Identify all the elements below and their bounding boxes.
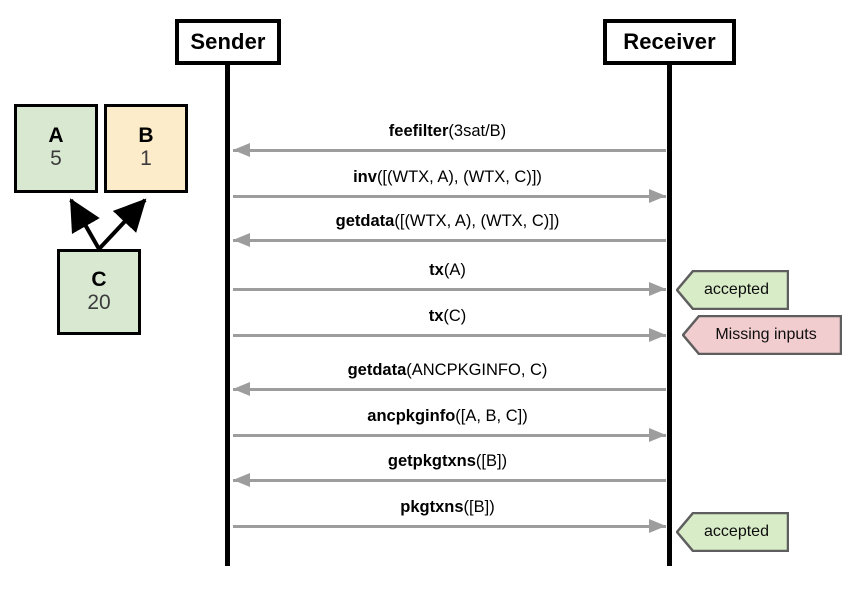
message-arguments: (3sat/B) xyxy=(448,122,507,140)
transaction-label-c: C xyxy=(91,267,107,291)
message-arguments: (ANCPKGINFO, C) xyxy=(406,361,548,379)
message-arrow-line xyxy=(233,388,666,391)
lifeline-receiver xyxy=(667,62,672,566)
transaction-value-a: 5 xyxy=(50,147,62,171)
arrowhead-right-icon xyxy=(649,189,666,203)
transaction-box-a[interactable]: A 5 xyxy=(14,104,98,193)
lifeline-sender xyxy=(225,62,230,566)
message-arguments: ([(WTX, A), (WTX, C)]) xyxy=(376,168,542,186)
message-command: inv xyxy=(353,168,377,186)
message-label-pkgtxns: pkgtxns([B]) xyxy=(226,498,669,517)
message-label-getdata: getdata(ANCPKGINFO, C) xyxy=(226,361,669,380)
message-row-getpkgtxns: getpkgtxns([B]) xyxy=(226,452,669,498)
actor-header-receiver[interactable]: Receiver xyxy=(603,19,736,65)
message-command: getpkgtxns xyxy=(387,452,476,470)
response-note-missing-inputs: Missing inputs xyxy=(682,315,842,355)
arrowhead-right-icon xyxy=(649,282,666,296)
actor-label-sender: Sender xyxy=(190,29,266,54)
message-label-getpkgtxns: getpkgtxns([B]) xyxy=(226,452,669,471)
message-command: tx xyxy=(429,261,444,279)
note-pentagon-shape xyxy=(676,270,789,310)
edge-c-to-a xyxy=(69,198,101,250)
message-row-getdata: getdata(ANCPKGINFO, C) xyxy=(226,361,669,407)
message-arrow-line xyxy=(233,434,666,437)
arrowhead-right-icon xyxy=(649,328,666,342)
response-note-accepted-2: accepted xyxy=(676,512,789,552)
message-command: getdata xyxy=(335,212,395,230)
transaction-value-b: 1 xyxy=(140,147,152,171)
message-arguments: ([A, B, C]) xyxy=(455,407,528,425)
message-label-feefilter: feefilter(3sat/B) xyxy=(226,122,669,141)
actor-header-sender[interactable]: Sender xyxy=(175,19,281,65)
message-arguments: (C) xyxy=(443,307,467,325)
message-label-getdata: getdata([(WTX, A), (WTX, C)]) xyxy=(226,212,669,231)
note-pentagon-shape xyxy=(682,315,842,355)
message-arrow-line xyxy=(233,195,666,198)
message-row-inv: inv([(WTX, A), (WTX, C)]) xyxy=(226,168,669,214)
message-arrow-line xyxy=(233,479,666,482)
message-arrow-line xyxy=(233,288,666,291)
transaction-value-c: 20 xyxy=(87,290,111,314)
response-note-label: accepted xyxy=(704,281,769,298)
message-row-getdata: getdata([(WTX, A), (WTX, C)]) xyxy=(226,212,669,258)
message-arguments: ([(WTX, A), (WTX, C)]) xyxy=(394,212,560,230)
message-command: ancpkginfo xyxy=(367,407,456,425)
transaction-label-a: A xyxy=(48,124,64,148)
message-row-pkgtxns: pkgtxns([B]) xyxy=(226,498,669,544)
message-command: getdata xyxy=(347,361,407,379)
arrowhead-left-icon xyxy=(233,143,250,157)
arrowhead-right-icon xyxy=(649,519,666,533)
transaction-label-b: B xyxy=(138,124,154,148)
transaction-box-c[interactable]: C 20 xyxy=(57,249,141,335)
note-pentagon-shape xyxy=(676,512,789,552)
message-row-feefilter: feefilter(3sat/B) xyxy=(226,122,669,168)
actor-label-receiver: Receiver xyxy=(623,29,716,54)
arrowhead-left-icon xyxy=(233,473,250,487)
message-command: tx xyxy=(428,307,444,325)
message-command: pkgtxns xyxy=(400,498,464,516)
message-arrow-line xyxy=(233,239,666,242)
message-arrow-line xyxy=(233,525,666,528)
arrowhead-right-icon xyxy=(649,428,666,442)
message-arguments: ([B]) xyxy=(475,452,508,470)
arrowhead-left-icon xyxy=(233,382,250,396)
message-label-tx: tx(C) xyxy=(226,307,669,326)
message-arguments: (A) xyxy=(443,261,466,279)
message-arguments: ([B]) xyxy=(463,498,495,516)
response-note-accepted-1: accepted xyxy=(676,270,789,310)
message-label-ancpkginfo: ancpkginfo([A, B, C]) xyxy=(226,407,669,426)
transaction-box-b[interactable]: B 1 xyxy=(104,104,188,193)
message-label-tx: tx(A) xyxy=(226,261,669,280)
message-row-ancpkginfo: ancpkginfo([A, B, C]) xyxy=(226,407,669,453)
message-arrow-line xyxy=(233,149,666,152)
arrowhead-left-icon xyxy=(233,233,250,247)
message-command: feefilter xyxy=(388,122,449,140)
message-row-tx: tx(C) xyxy=(226,307,669,353)
message-label-inv: inv([(WTX, A), (WTX, C)]) xyxy=(226,168,669,187)
message-arrow-line xyxy=(233,334,666,337)
edge-c-to-b xyxy=(97,198,147,251)
message-row-tx: tx(A) xyxy=(226,261,669,307)
response-note-label: accepted xyxy=(704,523,769,540)
response-note-label: Missing inputs xyxy=(715,326,817,343)
